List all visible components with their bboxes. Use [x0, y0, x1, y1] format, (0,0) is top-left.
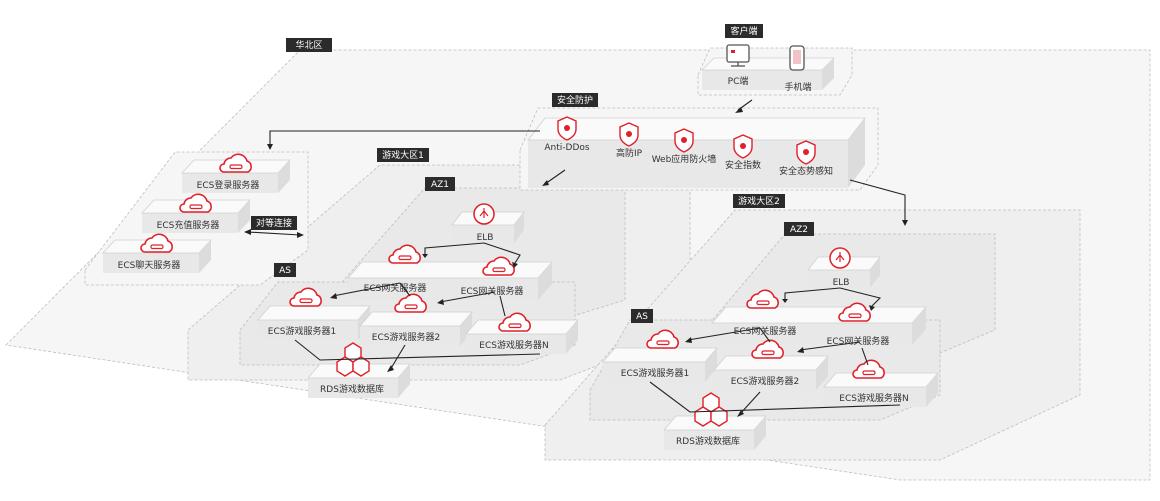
z2-elb-label: ELB — [833, 278, 850, 288]
z1-gw1-label: ECS网关服务器 — [364, 282, 427, 294]
z2-gameN-label: ECS游戏服务器N — [839, 392, 908, 404]
north-tag: 华北区 — [286, 38, 332, 52]
z1-game1-label: ECS游戏服务器1 — [268, 325, 336, 337]
z2-game2-label: ECS游戏服务器2 — [731, 375, 799, 387]
pc-icon — [726, 44, 750, 67]
security-index-icon — [733, 134, 753, 159]
peering-connection: 对等连接 — [244, 216, 304, 238]
z1-gw2-label: ECS网关服务器 — [461, 285, 524, 297]
security-item-label: Anti-DDos — [544, 143, 590, 153]
game1-tag: 游戏大区1 — [377, 148, 429, 162]
ddos-shield-icon — [557, 116, 577, 141]
security-item-label: 高防IP — [616, 147, 643, 159]
left-servers: ECS登录服务器 ECS充值服务器 ECS聊天服务器 — [84, 151, 309, 286]
high-defense-ip-icon — [619, 122, 639, 147]
peering-label: 对等连接 — [256, 217, 292, 229]
north-label: 华北区 — [295, 39, 322, 51]
security-title: 安全防护 — [557, 94, 593, 106]
client-title: 客户端 — [730, 25, 757, 37]
as1-label: AS — [279, 266, 291, 276]
recharge-server-label: ECS充值服务器 — [157, 219, 220, 231]
zone1-nodes: ELB ECS网关服务器 ECS网关服务器 ECS游戏服务器1 ECS游戏服务器… — [257, 203, 579, 398]
security-item-label: 安全指数 — [725, 159, 761, 171]
as1-tag: AS — [274, 263, 296, 277]
elb-icon — [829, 247, 851, 269]
z2-gw1-label: ECS网关服务器 — [734, 325, 797, 337]
az1-label: AZ1 — [431, 180, 449, 190]
zone2-nodes: ELB ECS网关服务器 ECS网关服务器 ECS游戏服务器1 ECS游戏服务器… — [602, 247, 939, 450]
az2-label: AZ2 — [790, 225, 808, 235]
security-tag — [552, 93, 598, 107]
mobile-label: 手机端 — [784, 81, 811, 93]
rds-icon — [336, 342, 370, 377]
mobile-icon — [789, 45, 805, 71]
elb-icon — [473, 203, 495, 225]
login-server-label: ECS登录服务器 — [197, 179, 260, 191]
client-group: PC端 手机端 客户端 — [697, 24, 853, 96]
pc-label: PC端 — [728, 75, 749, 87]
z1-elb-label: ELB — [477, 233, 494, 243]
az1-tag: AZ1 — [425, 177, 455, 191]
chat-server-label: ECS聊天服务器 — [118, 259, 181, 271]
as2-tag: AS — [631, 309, 653, 323]
game2-tag: 游戏大区2 — [733, 194, 785, 208]
z1-gameN-label: ECS游戏服务器N — [479, 339, 548, 351]
z2-game1-label: ECS游戏服务器1 — [621, 367, 689, 379]
game1-label: 游戏大区1 — [382, 149, 424, 161]
z2-rds-label: RDS游戏数据库 — [676, 435, 740, 447]
game2-label: 游戏大区2 — [738, 195, 780, 207]
z1-game2-label: ECS游戏服务器2 — [372, 331, 440, 343]
security-item-label: Web应用防火墙 — [652, 153, 717, 165]
security-item-label: 安全态势感知 — [779, 165, 833, 177]
connectors — [267, 99, 908, 417]
az2-tag: AZ2 — [784, 222, 814, 236]
client-tag — [725, 24, 763, 38]
as2-label: AS — [636, 312, 648, 322]
situation-awareness-icon — [796, 140, 816, 165]
z1-rds-label: RDS游戏数据库 — [320, 383, 384, 395]
waf-icon — [674, 128, 694, 153]
